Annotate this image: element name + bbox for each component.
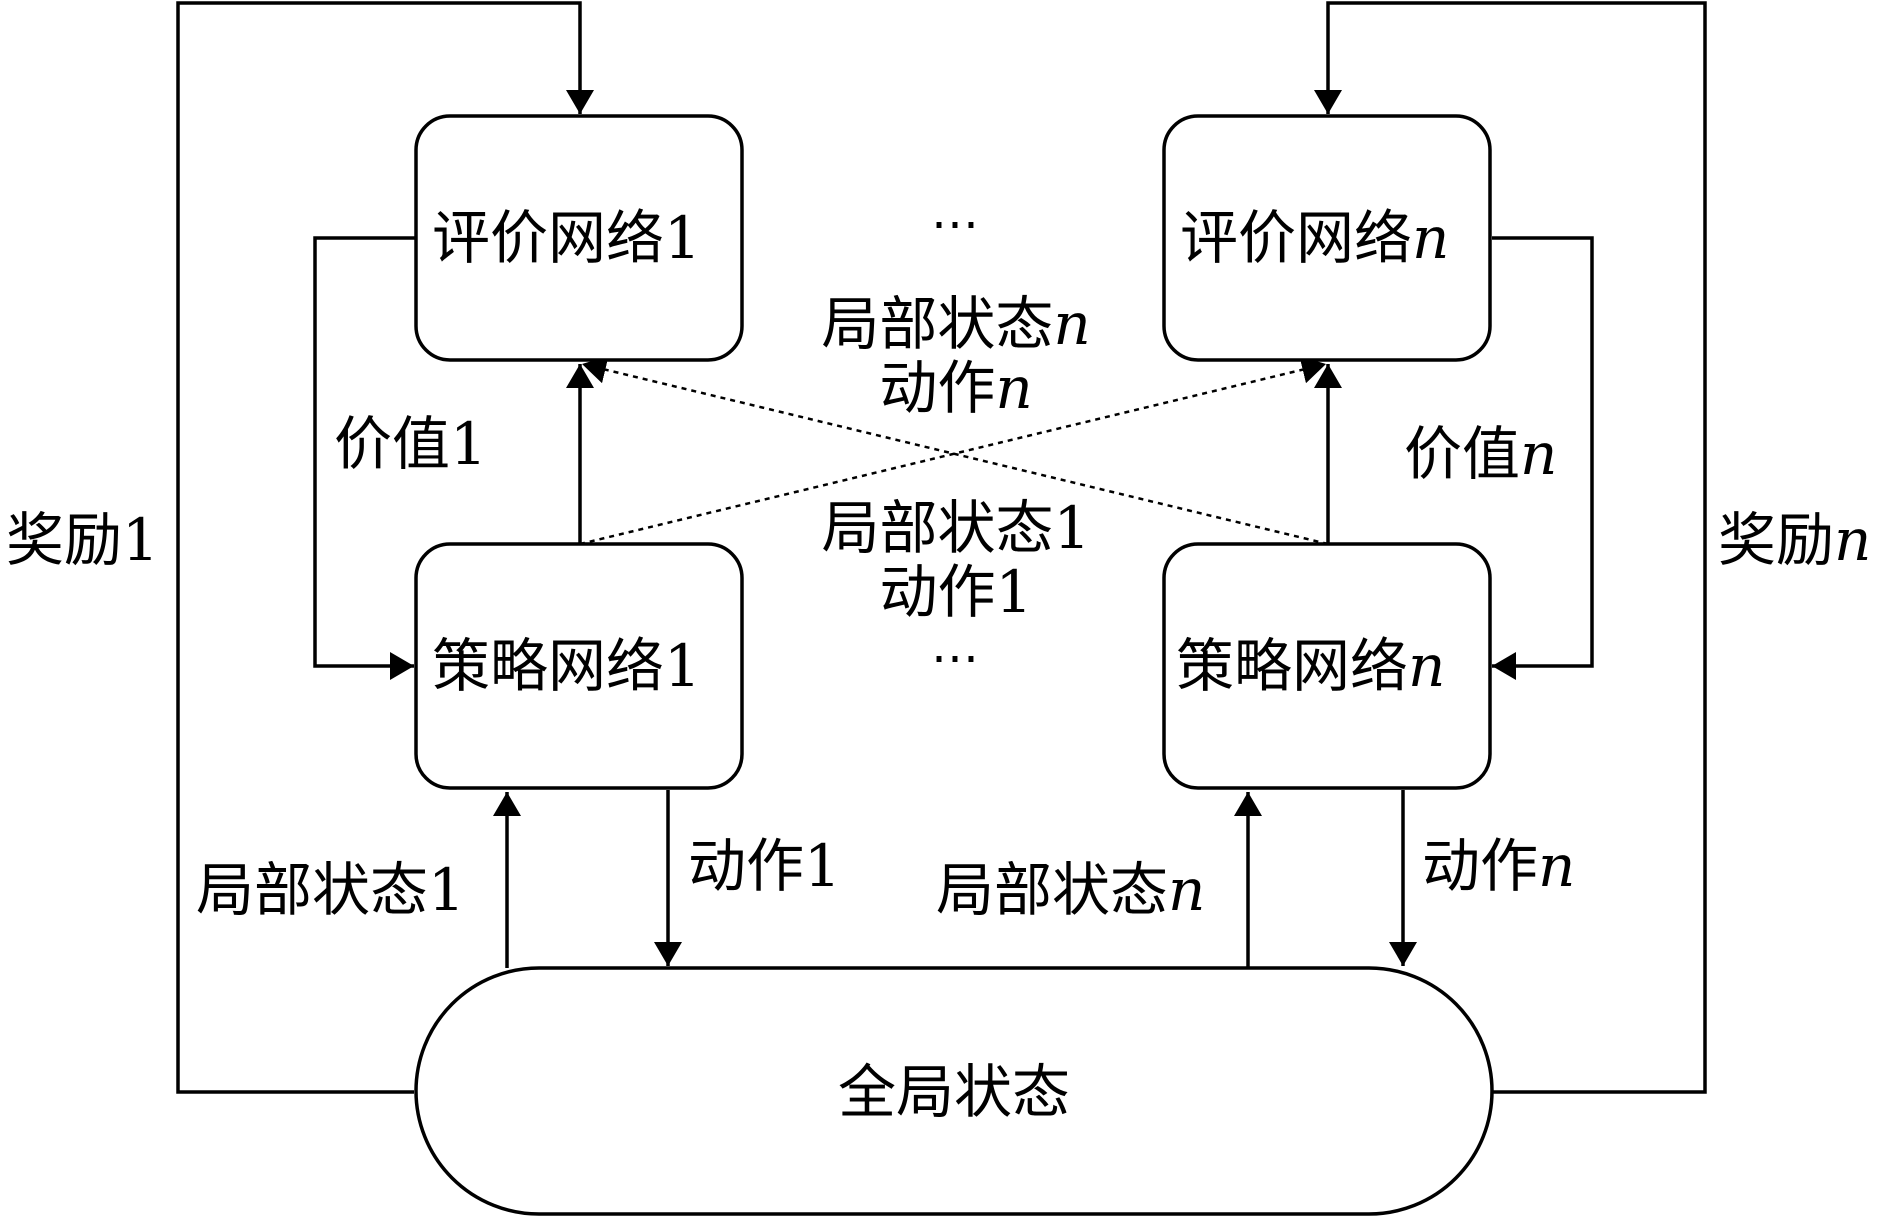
- critic-network-n-label: 评价网络n: [1180, 204, 1449, 272]
- actor-network-n-label: 策略网络n: [1176, 632, 1445, 700]
- global-state-box: [414, 966, 1494, 1216]
- cross-action-n-label: 动作n: [879, 354, 1032, 422]
- reward-n-line: [1314, 1, 1707, 1094]
- global-state-label: 全局状态: [838, 1058, 1070, 1126]
- cross-local-state-n-label: 局部状态n: [821, 290, 1090, 358]
- critic-network-1-box: [414, 114, 744, 362]
- actor-network-1-box: [414, 542, 744, 790]
- actor-network-n-box: [1162, 542, 1492, 790]
- reward-1-label: 奖励1: [6, 506, 159, 574]
- action-1-label: 动作1: [688, 832, 841, 900]
- ellipsis-bottom: ⋯: [931, 630, 979, 686]
- local-state-n-label: 局部状态n: [936, 856, 1205, 924]
- cross-action-1-label: 动作1: [880, 558, 1033, 626]
- actor-network-1-label: 策略网络1: [432, 632, 701, 700]
- action-n-label: 动作n: [1422, 832, 1575, 900]
- reward-1-line: [176, 1, 594, 1094]
- value-1-line: [313, 236, 416, 680]
- local-state-1-label: 局部状态1: [196, 856, 465, 924]
- cross-dashed-arrow-to-critic-1: [581, 356, 1329, 546]
- critic-network-n-box: [1162, 114, 1492, 362]
- critic-network-1-label: 评价网络1: [432, 204, 701, 272]
- cross-dashed-arrow-to-critic-n: [579, 356, 1327, 546]
- cross-local-state-1-label: 局部状态1: [822, 494, 1091, 562]
- value-1-label: 价值1: [334, 410, 487, 478]
- reward-n-label: 奖励n: [1718, 506, 1871, 574]
- ellipsis-top: ⋯: [931, 196, 979, 252]
- value-n-label: 价值n: [1404, 420, 1557, 488]
- value-n-line: [1492, 236, 1594, 680]
